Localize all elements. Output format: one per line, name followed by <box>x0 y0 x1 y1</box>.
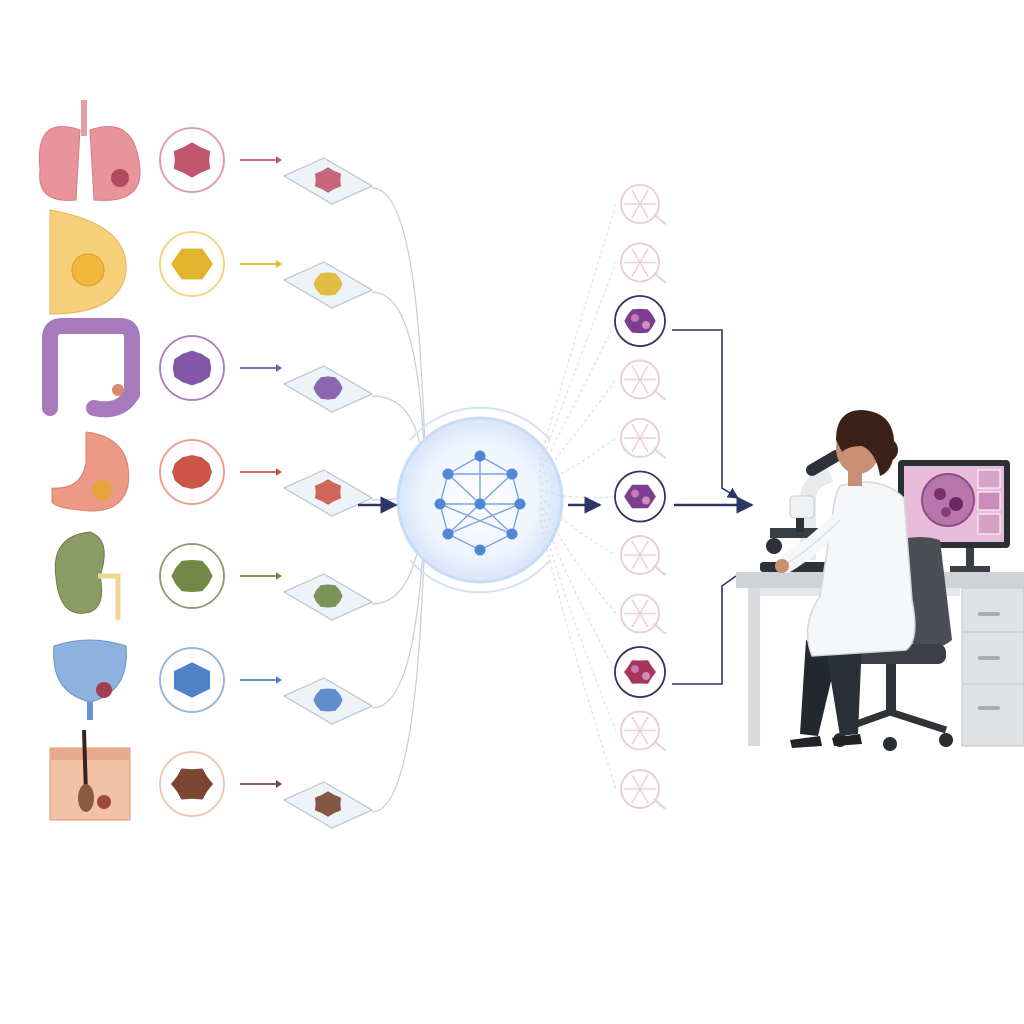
tissue-sample <box>159 543 225 609</box>
output-patch <box>620 418 667 459</box>
tissue-sample <box>159 751 225 817</box>
stomach-icon <box>51 431 130 512</box>
glass-slide <box>282 469 374 517</box>
tissue-sample <box>159 335 225 401</box>
network-node <box>474 498 486 510</box>
breast-icon <box>49 209 127 315</box>
network-node <box>442 528 454 540</box>
lungs-icon <box>38 100 141 201</box>
tissue-sample <box>159 647 225 713</box>
ai-model <box>396 406 564 594</box>
glass-slide <box>282 157 374 205</box>
output-patch <box>620 710 667 752</box>
output-patch <box>620 593 667 635</box>
highlighted-patch <box>614 295 666 347</box>
link-bottom-highlight <box>672 575 737 685</box>
output-patch <box>620 359 667 401</box>
network-node <box>506 468 518 480</box>
highlighted-patch <box>614 470 666 523</box>
microscope-icon <box>760 450 842 572</box>
glass-slide <box>282 573 374 621</box>
tissue-sample <box>159 439 225 505</box>
glass-slide <box>282 781 374 829</box>
monitor <box>898 460 1010 572</box>
output-patch <box>620 184 667 225</box>
network-node <box>434 498 446 510</box>
desk-leg <box>748 588 760 746</box>
tissue-sample <box>159 231 225 297</box>
tissue-sample <box>159 127 225 193</box>
model-arc-bottom <box>409 559 551 594</box>
pathologist-figure <box>775 410 916 748</box>
organ-column <box>38 100 141 821</box>
glass-slide <box>282 365 374 413</box>
output-patch-column <box>614 184 667 810</box>
kidney-icon <box>54 531 121 620</box>
network-node <box>474 544 486 556</box>
slide-column <box>282 157 374 829</box>
skin-icon <box>49 729 131 821</box>
output-patch <box>620 535 667 576</box>
bladder-icon <box>53 639 127 720</box>
pathologist-workstation <box>736 410 1024 751</box>
colon-icon <box>42 318 140 418</box>
network-node <box>474 450 486 462</box>
network-node <box>514 498 526 510</box>
output-patch <box>620 769 667 810</box>
network-node <box>442 468 454 480</box>
glass-slide <box>282 261 374 309</box>
output-patch <box>620 242 667 284</box>
model-output-dashed-links <box>539 203 617 790</box>
model-arc-top <box>409 406 551 441</box>
highlighted-patch <box>614 646 666 698</box>
glass-slide <box>282 677 374 725</box>
desk-drawers <box>961 587 1024 747</box>
link-top-highlight <box>672 329 739 499</box>
neural-network-icon <box>434 450 526 556</box>
tissue-sample-column <box>159 127 282 817</box>
network-node <box>506 528 518 540</box>
